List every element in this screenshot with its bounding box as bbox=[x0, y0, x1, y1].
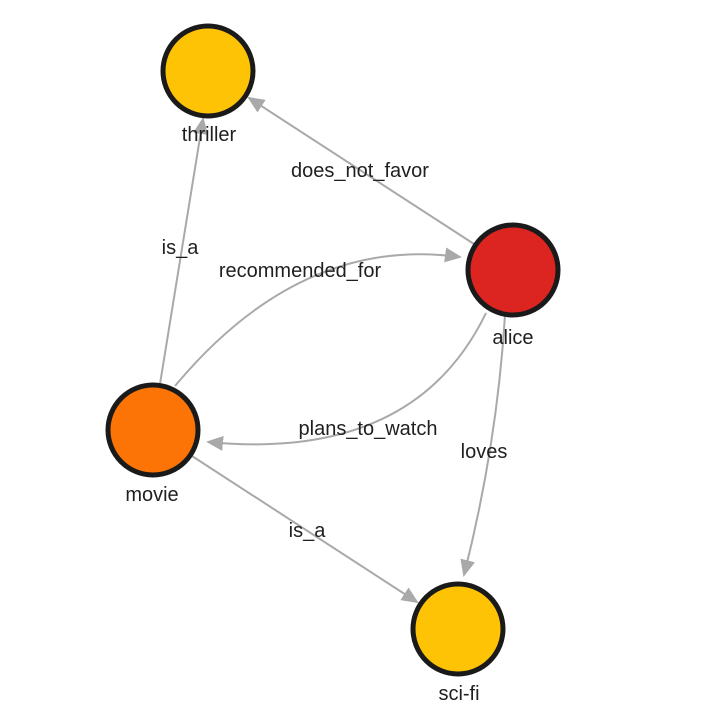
edge-alice-scifi bbox=[460, 314, 506, 577]
node-scifi[interactable]: sci-fi bbox=[410, 581, 506, 705]
node-circle-movie[interactable] bbox=[105, 382, 201, 478]
node-label-scifi: sci-fi bbox=[438, 683, 479, 705]
edge-movie-scifi bbox=[191, 455, 419, 604]
node-movie[interactable]: movie bbox=[105, 382, 201, 506]
edge-movie-thriller bbox=[159, 117, 209, 385]
node-label-thriller: thriller bbox=[182, 124, 237, 146]
edge-alice-thriller bbox=[247, 96, 475, 245]
node-thriller[interactable]: thriller bbox=[160, 23, 256, 146]
edge-label-plans-to-watch: plans_to_watch bbox=[299, 418, 438, 440]
edge-label-recommended-for: recommended_for bbox=[219, 260, 382, 282]
edge-label-is-a-scifi: is_a bbox=[289, 520, 327, 542]
node-circle-thriller[interactable] bbox=[160, 23, 256, 119]
edge-label-layer: is_a does_not_favor recommended_for plan… bbox=[162, 160, 508, 542]
node-alice[interactable]: alice bbox=[465, 222, 561, 349]
node-label-alice: alice bbox=[492, 327, 533, 349]
edge-label-is-a-thriller: is_a bbox=[162, 237, 200, 259]
edge-layer bbox=[159, 96, 506, 604]
edge-movie-alice bbox=[174, 247, 462, 387]
node-label-movie: movie bbox=[125, 484, 178, 506]
edge-label-does-not-favor: does_not_favor bbox=[291, 160, 429, 182]
edge-alice-movie bbox=[206, 312, 487, 451]
node-circle-scifi[interactable] bbox=[410, 581, 506, 677]
node-circle-alice[interactable] bbox=[465, 222, 561, 318]
edge-label-loves: loves bbox=[461, 441, 508, 463]
